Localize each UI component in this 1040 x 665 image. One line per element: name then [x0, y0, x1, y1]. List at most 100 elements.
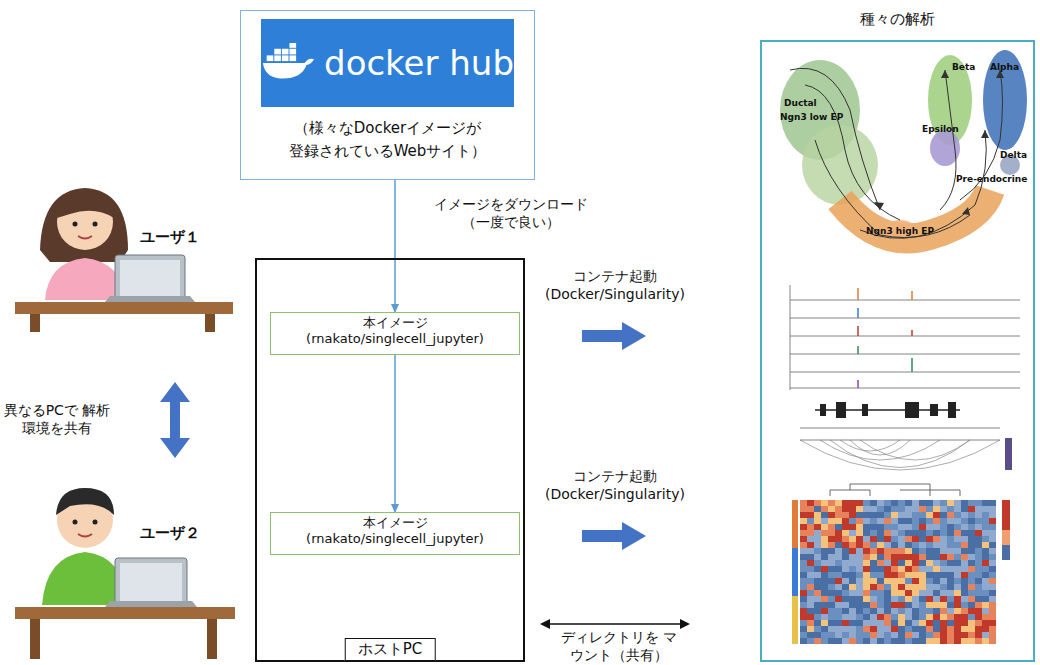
- heatmap-cell: [870, 566, 877, 572]
- heatmap-cell: [912, 614, 919, 620]
- heatmap-cell: [849, 566, 856, 572]
- heatmap-cell: [933, 512, 940, 518]
- heatmap-cell: [884, 554, 891, 560]
- heatmap-cell: [954, 620, 961, 626]
- analysis-panel: 種々の解析: [760, 40, 1035, 662]
- heatmap-cell: [842, 560, 849, 566]
- heatmap-cell: [884, 614, 891, 620]
- heatmap-cell: [870, 572, 877, 578]
- heatmap-cell: [863, 506, 870, 512]
- heatmap-cell: [877, 638, 884, 644]
- heatmap-cell: [821, 530, 828, 536]
- heatmap-cell: [870, 500, 877, 506]
- heatmap-cell: [849, 596, 856, 602]
- heatmap-cell: [940, 602, 947, 608]
- heatmap-cell: [863, 524, 870, 530]
- cluster-label: Pre-endocrine: [956, 174, 1027, 185]
- heatmap-cell: [954, 572, 961, 578]
- heatmap-cell: [961, 584, 968, 590]
- heatmap-cell: [968, 506, 975, 512]
- heatmap-cell: [849, 572, 856, 578]
- heatmap-cell: [856, 572, 863, 578]
- host-label: ホストPC: [345, 638, 436, 661]
- heatmap-cell: [919, 638, 926, 644]
- heatmap-cell: [814, 632, 821, 638]
- user1-figure: [15, 188, 233, 332]
- heatmap-cell: [898, 536, 905, 542]
- docker-logo: docker hub: [261, 19, 514, 107]
- heatmap-cell: [905, 572, 912, 578]
- heatmap-cell: [933, 524, 940, 530]
- heatmap-cell: [919, 554, 926, 560]
- heatmap-cell: [835, 524, 842, 530]
- heatmap-cell: [842, 584, 849, 590]
- heatmap-cell: [828, 614, 835, 620]
- heatmap-cell: [835, 506, 842, 512]
- heatmap-cell: [814, 602, 821, 608]
- heatmap-cell: [863, 632, 870, 638]
- heatmap-cell: [912, 560, 919, 566]
- heatmap-cell: [961, 596, 968, 602]
- heatmap-cell: [905, 602, 912, 608]
- heatmap-cell: [814, 512, 821, 518]
- website-box: docker hub （様々なDockerイメージが 登録されているWebサイト）: [240, 10, 535, 180]
- heatmap-cell: [898, 602, 905, 608]
- logo-text: docker hub: [324, 43, 514, 83]
- heatmap-cell: [828, 560, 835, 566]
- heatmap-cell: [891, 626, 898, 632]
- heatmap-cell: [982, 530, 989, 536]
- heatmap-cell: [968, 560, 975, 566]
- heatmap-cell: [877, 614, 884, 620]
- heatmap-cell: [982, 566, 989, 572]
- heatmap-cell: [975, 500, 982, 506]
- heatmap-cell: [849, 608, 856, 614]
- heatmap-cell: [968, 572, 975, 578]
- heatmap-cell: [814, 536, 821, 542]
- heatmap-cell: [961, 530, 968, 536]
- heatmap-cell: [926, 512, 933, 518]
- heatmap-cell: [898, 608, 905, 614]
- heatmap-cell: [947, 608, 954, 614]
- heatmap-cell: [926, 602, 933, 608]
- heatmap-cell: [821, 578, 828, 584]
- heatmap-cell: [898, 638, 905, 644]
- heatmap-cell: [905, 530, 912, 536]
- heatmap-cell: [877, 548, 884, 554]
- heatmap-cell: [870, 626, 877, 632]
- heatmap-cell: [989, 584, 996, 590]
- heatmap-cell: [821, 548, 828, 554]
- node-text: （様々なDockerイメージが 登録されているWebサイト）: [285, 117, 491, 162]
- heatmap-cell: [961, 536, 968, 542]
- heatmap-cell: [891, 536, 898, 542]
- heatmap-cell: [849, 500, 856, 506]
- heatmap-cell: [905, 614, 912, 620]
- heatmap-cell: [940, 578, 947, 584]
- heatmap-cell: [961, 572, 968, 578]
- heatmap-cell: [842, 602, 849, 608]
- heatmap-cell: [884, 566, 891, 572]
- heatmap-cell: [842, 554, 849, 560]
- heatmap-cell: [905, 506, 912, 512]
- heatmap-cell: [842, 632, 849, 638]
- heatmap-cell: [982, 536, 989, 542]
- heatmap-cell: [975, 572, 982, 578]
- heatmap-cell: [800, 602, 807, 608]
- heatmap-cell: [989, 530, 996, 536]
- heatmap-cell: [828, 632, 835, 638]
- heatmap-cell: [926, 518, 933, 524]
- heatmap-cell: [821, 608, 828, 614]
- heatmap-cell: [975, 626, 982, 632]
- heatmap-cell: [877, 572, 884, 578]
- heatmap-cell: [842, 614, 849, 620]
- heatmap-cell: [933, 590, 940, 596]
- heatmap-cell: [947, 596, 954, 602]
- heatmap-cell: [800, 632, 807, 638]
- heatmap-cell: [912, 572, 919, 578]
- heatmap-cell: [821, 524, 828, 530]
- heatmap-cell: [891, 548, 898, 554]
- heatmap-cell: [975, 536, 982, 542]
- heatmap-cell: [800, 590, 807, 596]
- heatmap-cell: [947, 638, 954, 644]
- heatmap-cell: [926, 554, 933, 560]
- heatmap-cell: [856, 500, 863, 506]
